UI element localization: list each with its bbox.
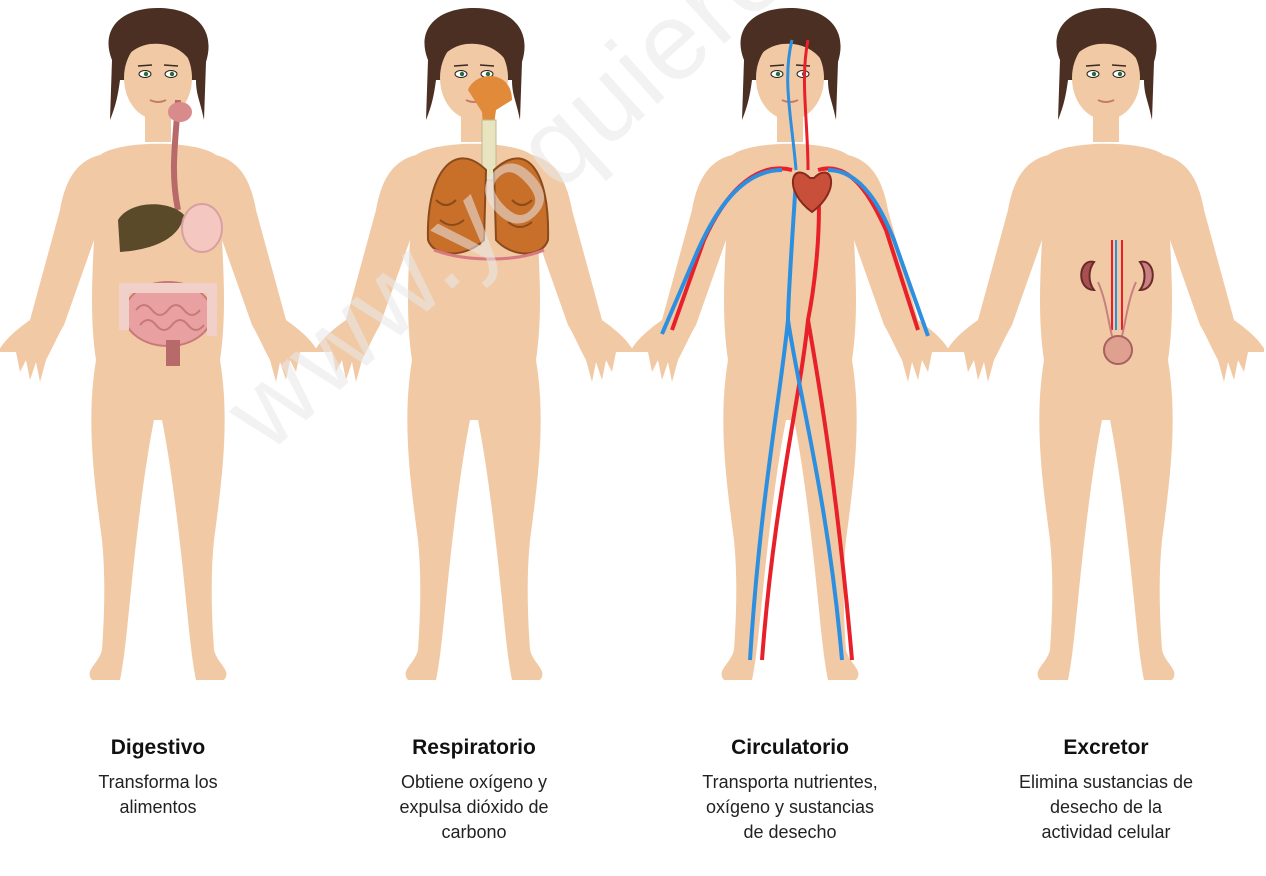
- panel-circulatory: Circulatorio Transporta nutrientes, oxíg…: [632, 0, 948, 876]
- system-title: Respiratorio: [316, 734, 632, 762]
- system-title: Digestivo: [0, 734, 316, 762]
- digestive-system-figure: [0, 0, 316, 700]
- panel-respiratory: Respiratorio Obtiene oxígeno y expulsa d…: [316, 0, 632, 876]
- system-title: Circulatorio: [632, 734, 948, 762]
- panel-digestive: Digestivo Transforma los alimentos: [0, 0, 316, 876]
- system-description: Transforma los alimentos: [0, 770, 316, 820]
- system-description: Transporta nutrientes, oxígeno y sustanc…: [632, 770, 948, 845]
- system-title: Excretor: [948, 734, 1264, 762]
- system-description: Obtiene oxígeno y expulsa dióxido de car…: [316, 770, 632, 845]
- panel-excretory: Excretor Elimina sustancias de desecho d…: [948, 0, 1264, 876]
- system-description: Elimina sustancias de desecho de la acti…: [948, 770, 1264, 845]
- excretory-system-figure: [948, 0, 1264, 700]
- circulatory-system-figure: [632, 0, 948, 700]
- respiratory-system-figure: [316, 0, 632, 700]
